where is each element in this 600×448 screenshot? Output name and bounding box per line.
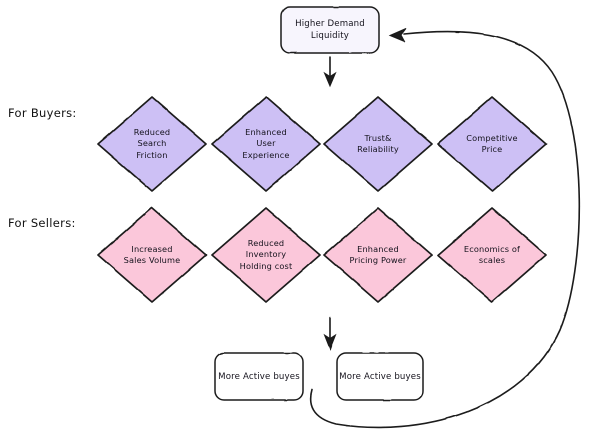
node-economics-of-scales[interactable] <box>437 207 547 303</box>
node-competitive-price[interactable] <box>437 96 547 192</box>
node-more-active-buyers-left[interactable] <box>214 352 304 401</box>
node-reduced-inventory-holding-cost[interactable] <box>211 207 321 303</box>
node-higher-demand-liquidity[interactable] <box>280 6 380 54</box>
node-reduced-search-friction[interactable] <box>97 96 207 192</box>
node-increased-sales-volume[interactable] <box>97 207 207 303</box>
arrow-feedback-loop <box>309 28 581 429</box>
row-label-buyers: For Buyers: <box>8 106 77 120</box>
node-trust-reliability[interactable] <box>323 96 433 192</box>
arrow-top-to-buyers <box>323 56 337 88</box>
node-enhanced-user-experience[interactable] <box>211 96 321 192</box>
row-label-sellers: For Sellers: <box>8 216 76 230</box>
arrow-sellers-to-outcomes <box>323 317 337 351</box>
node-more-active-buyers-right[interactable] <box>336 352 424 401</box>
node-enhanced-pricing-power[interactable] <box>323 207 433 303</box>
